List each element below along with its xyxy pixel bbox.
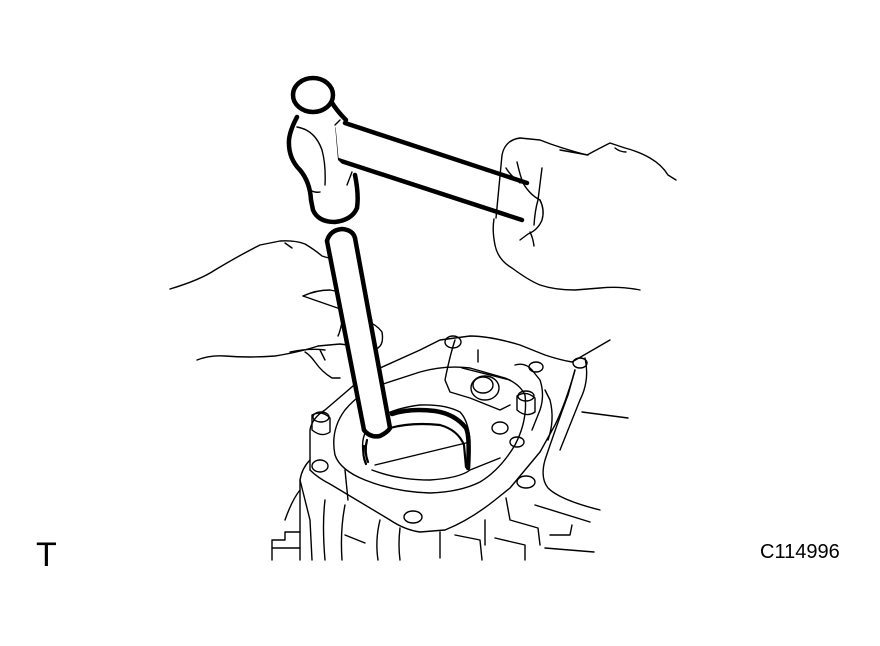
hammer — [286, 75, 548, 225]
figure-code-label: C114996 — [760, 541, 840, 563]
section-marker-label: T — [36, 536, 57, 574]
drift-punch — [324, 226, 393, 439]
transmission-case — [271, 335, 629, 561]
oil-seal — [362, 407, 471, 471]
right-hand — [492, 137, 677, 291]
